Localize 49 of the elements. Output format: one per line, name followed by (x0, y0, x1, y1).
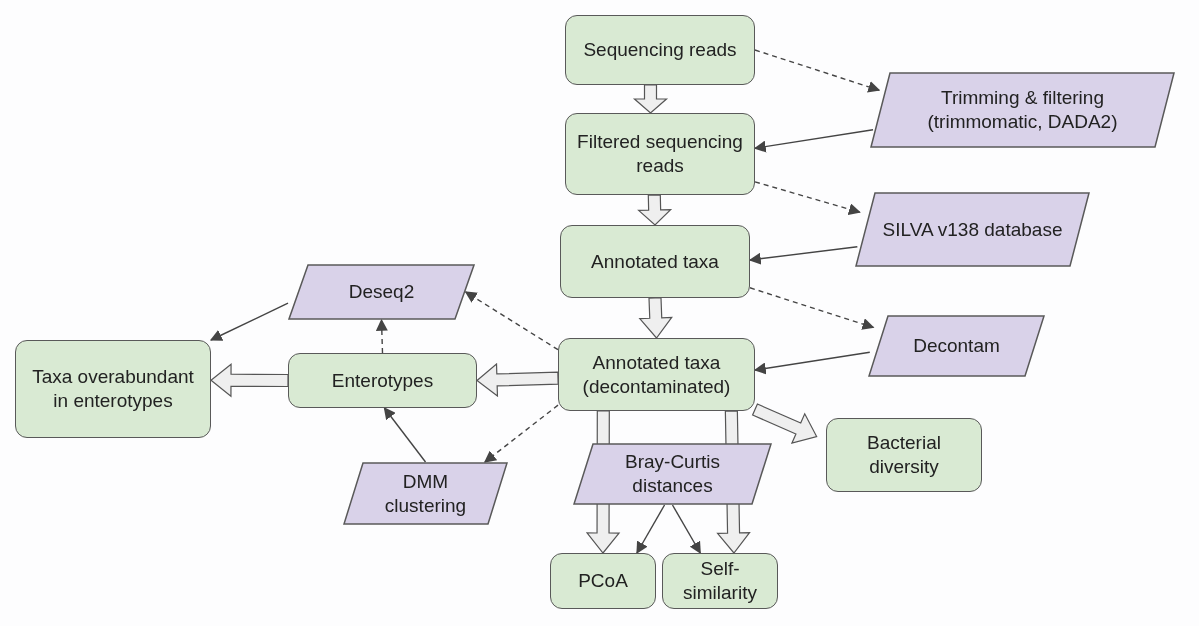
process-box (662, 553, 778, 609)
node-label: Taxa overabundant in enterotypes (31, 365, 195, 413)
node-label: SILVA v138 database (881, 217, 1064, 242)
dashed-arrow (749, 287, 875, 330)
data-parallelogram (855, 192, 1090, 267)
node-label: Self-similarity (682, 557, 758, 605)
data-parallelogram (573, 443, 772, 505)
node-label: Deseq2 (347, 280, 416, 304)
process-box (565, 113, 755, 195)
node-label: Bacterial diversity (866, 431, 942, 479)
dashed-arrow (754, 181, 861, 215)
data-parallelogram (343, 462, 508, 525)
block-arrow (632, 84, 669, 114)
arrow (748, 246, 859, 265)
block-arrow (476, 362, 559, 398)
process-box (550, 553, 656, 609)
node-label: Filtered sequencing reads (576, 130, 744, 178)
process-box (826, 418, 982, 492)
node-label: Sequencing reads (582, 38, 738, 62)
node-label: Annotated taxa (decontaminated) (581, 350, 732, 399)
node-label: PCoA (577, 569, 629, 593)
data-parallelogram (870, 72, 1175, 148)
node-label: Enterotypes (330, 368, 435, 393)
dashed-arrow (375, 318, 388, 354)
process-box (558, 338, 755, 411)
arrow (636, 504, 666, 555)
block-arrow (637, 194, 673, 226)
data-parallelogram (288, 264, 475, 320)
arrow (753, 129, 874, 153)
block-arrow (210, 363, 289, 398)
node-label: Decontam (912, 334, 1001, 358)
dashed-arrow (754, 49, 881, 93)
data-parallelogram (868, 315, 1045, 377)
block-arrow (751, 403, 818, 445)
node-label: Bray-Curtis distances (624, 450, 721, 498)
process-box (15, 340, 211, 438)
arrow (383, 407, 427, 463)
dashed-arrow (464, 291, 559, 351)
process-box (288, 353, 477, 408)
process-box (560, 225, 750, 298)
arrow (671, 504, 701, 555)
node-label: Annotated taxa (590, 249, 720, 274)
block-arrow (638, 297, 673, 339)
arrow (753, 351, 871, 375)
dashed-arrow (483, 404, 559, 463)
node-label: Trimming & filtering (trimmomatic, DADA2) (926, 86, 1119, 134)
arrow (209, 302, 289, 341)
node-label: DMM clustering (383, 469, 468, 518)
process-box (565, 15, 755, 85)
